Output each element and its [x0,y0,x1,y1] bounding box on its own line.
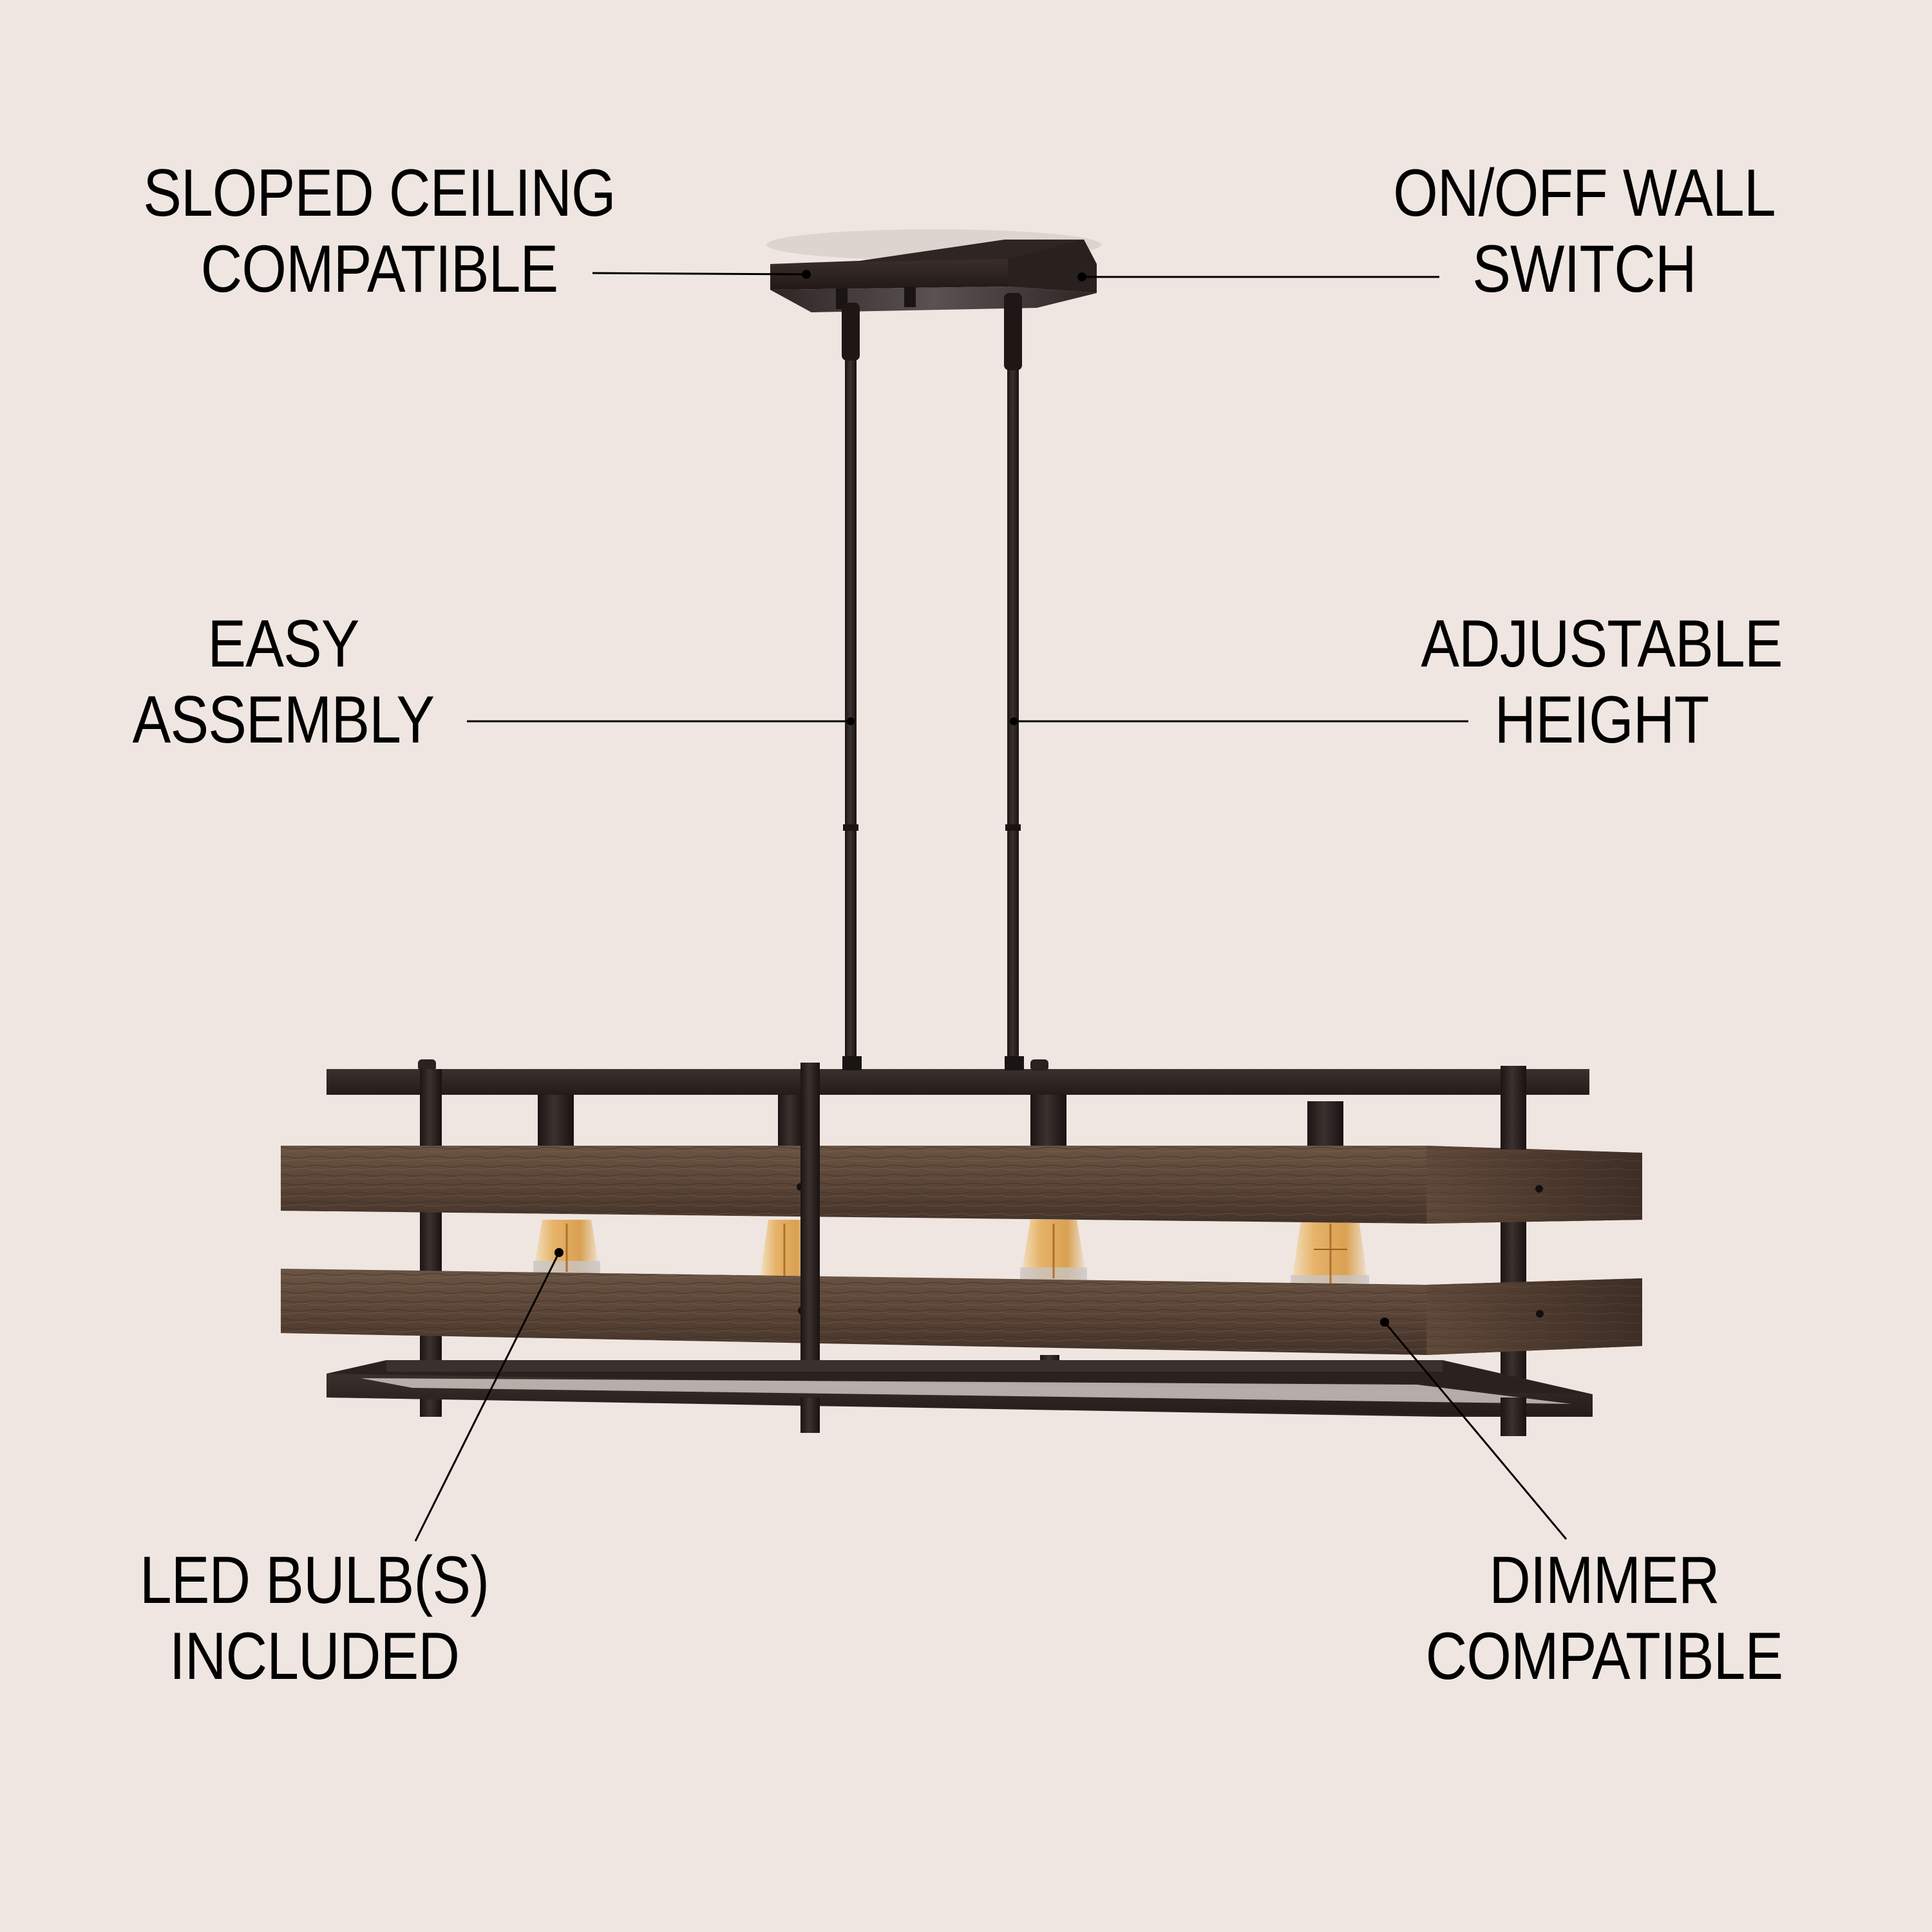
leader-lines [414,272,1567,1542]
callout-dimmer: DIMMER COMPATIBLE [1314,1543,1894,1694]
bulbs [533,1220,1369,1291]
callout-line1: ON/OFF WALL [1393,156,1776,231]
lower-wood-band [281,1269,1642,1355]
callout-led-bulbs: LED BULB(S) INCLUDED [57,1543,572,1694]
callout-wall-switch: ON/OFF WALL SWITCH [1294,156,1874,307]
downrods [842,293,1022,1069]
callout-line1: ADJUSTABLE [1421,607,1783,681]
bottom-frame [327,1360,1593,1417]
bulb [1020,1220,1087,1282]
leader-sloped-ceiling [592,272,807,276]
upper-wood-band [281,1146,1642,1224]
bulb [760,1220,813,1278]
callout-line1: LED BULB(S) [139,1543,489,1618]
callout-line1: EASY [207,607,359,681]
callout-adjustable-height: ADJUSTABLE HEIGHT [1312,607,1891,757]
canopy [766,229,1101,312]
right-downrod [1007,293,1019,1069]
top-frame [327,1056,1589,1095]
callout-sloped-ceiling: SLOPED CEILING COMPATIBLE [90,156,669,307]
callout-line1: SLOPED CEILING [143,156,616,231]
callout-easy-assembly: EASY ASSEMBLY [26,607,541,757]
callout-line2: ASSEMBLY [132,683,435,757]
callout-line2: COMPATIBLE [200,232,559,307]
leader-dimmer [1383,1321,1567,1540]
bulb [1291,1220,1369,1291]
bulb [533,1220,600,1274]
callout-line2: INCLUDED [169,1619,460,1694]
callout-line2: SWITCH [1472,232,1696,307]
canopy-screw-cover [904,287,916,307]
callout-line2: COMPATIBLE [1425,1619,1784,1694]
left-downrod [845,303,857,1069]
callout-line2: HEIGHT [1494,683,1710,757]
callout-dot [554,1248,564,1257]
back-posts [538,1095,1343,1400]
leader-led-bulbs [414,1252,560,1542]
callout-line1: DIMMER [1489,1543,1719,1618]
